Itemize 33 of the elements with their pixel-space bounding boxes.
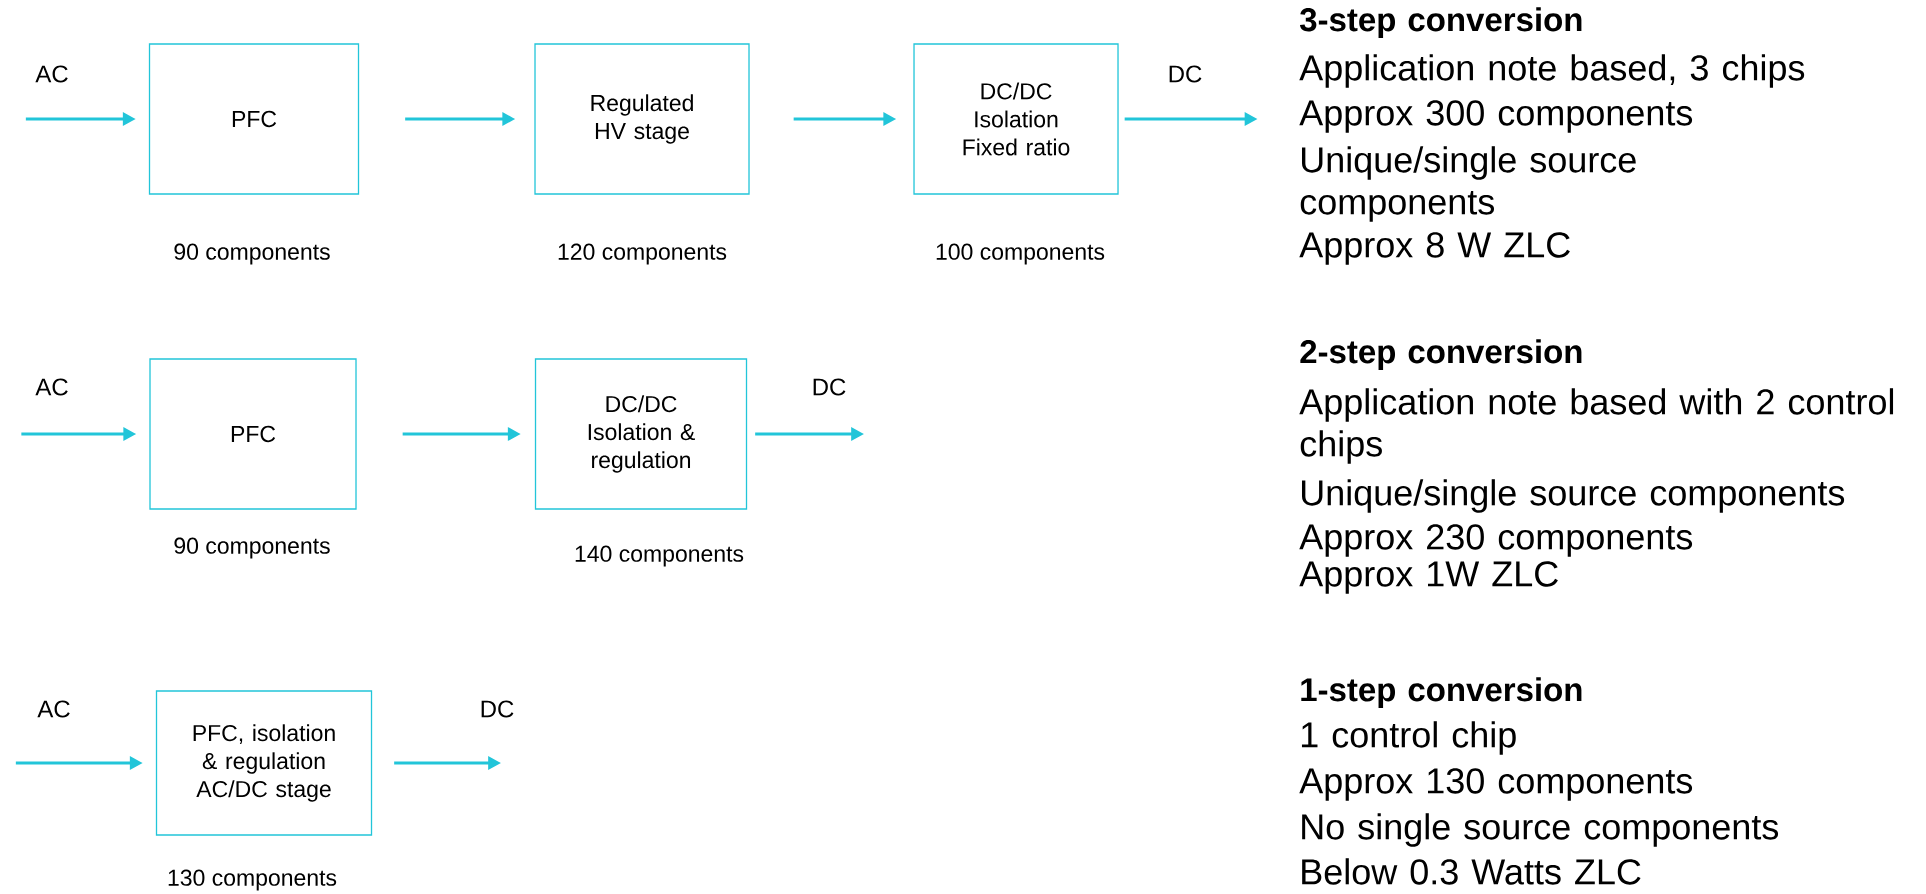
note-text: No single source components (1302, 813, 1779, 847)
edge-label: DC (481, 700, 514, 718)
component-count: 130 components (168, 869, 337, 891)
note-text: Approx 230 components (1299, 524, 1693, 557)
edge-label: DC (813, 378, 846, 396)
note-text: Unique/single source components (1302, 479, 1845, 513)
component-count: 120 components (558, 243, 727, 265)
component-count: 90 components (174, 243, 330, 265)
process-box: PFC (149, 358, 357, 510)
heading: 2-step conversion (1300, 339, 1582, 370)
component-count: 90 components (174, 537, 330, 559)
note-text: Unique/single source components (1300, 146, 1636, 222)
note-text: Approx 8 W ZLC (1299, 232, 1570, 265)
note-text: Approx 1W ZLC (1299, 561, 1558, 594)
process-box: PFC (148, 43, 360, 195)
process-box: PFC, isolation & regulation AC/DC stage (155, 690, 373, 836)
edge-label: DC (1169, 65, 1202, 83)
process-box: Regulated HV stage (534, 43, 750, 195)
process-box: DC/DC Isolation Fixed ratio (913, 43, 1119, 195)
note-text: Application note based, 3 chips (1299, 54, 1805, 88)
edge-label: AC (35, 378, 68, 396)
note-text: Application note based with 2 control chips (1299, 388, 1894, 464)
heading: 3-step conversion (1299, 7, 1582, 38)
component-count: 140 components (575, 545, 744, 567)
edge-label: AC (37, 700, 70, 718)
note-text: Below 0.3 Watts ZLC (1302, 858, 1641, 885)
note-text: 1 control chip (1301, 721, 1516, 755)
edge-label: AC (35, 65, 68, 83)
heading: 1-step conversion (1301, 677, 1582, 708)
note-text: Approx 300 components (1299, 100, 1693, 133)
process-box: DC/DC Isolation & regulation (534, 358, 748, 510)
note-text: Approx 130 components (1299, 768, 1693, 801)
component-count: 100 components (936, 243, 1105, 265)
